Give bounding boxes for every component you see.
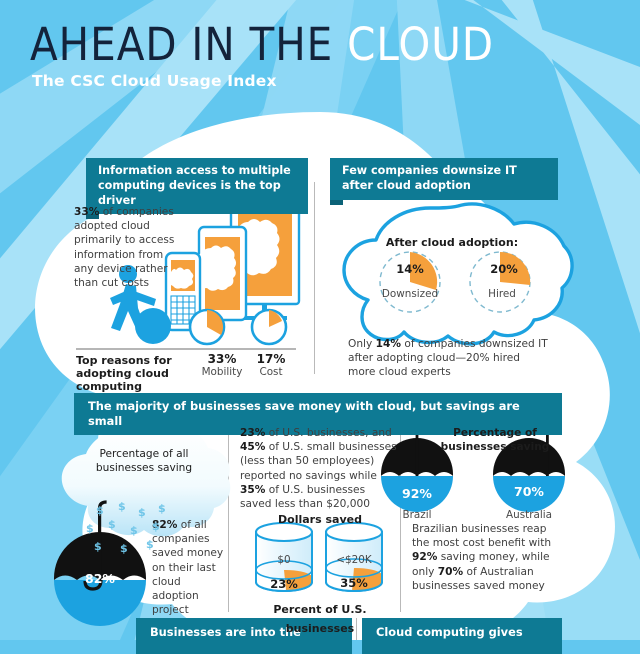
umbrella-82-rest: of all companies saved money on their la… [152, 519, 224, 617]
title-dark-part: AHEAD IN THE [30, 18, 334, 71]
dollar-icon: $ [152, 520, 160, 533]
umbrella-82-text: 82% of all companies saved money on thei… [152, 518, 224, 617]
panel2-wedge-label-hired: Hired [488, 288, 516, 300]
dollar-icon: $ [108, 518, 116, 531]
panel2-heading: Few companies downsize IT after cloud ad… [330, 158, 558, 205]
dollar-icon: $ [138, 506, 146, 519]
cylinders-illustration [255, 522, 383, 592]
phone-device [164, 251, 202, 332]
umbrella-brazil-label: Brazil [402, 509, 432, 521]
panel-divider-top [314, 182, 315, 374]
panel1-devices-illustration [76, 201, 301, 350]
umbrella-82-value: 82% [85, 571, 115, 586]
umbrella-brazil-value: 92% [402, 486, 432, 501]
title-light-part: CLOUD [347, 18, 495, 71]
right-umbrellas-title: Percentage of businesses saving [440, 427, 550, 454]
mid-line: reported no savings while [240, 469, 377, 482]
dollar-icon: $ [118, 500, 126, 513]
cylinder-under-20k [325, 522, 383, 592]
dollar-icon: $ [94, 540, 102, 553]
section2-mid-body: 23% of U.S. businesses, and 45% of U.S. … [240, 426, 406, 511]
rain-dollars-group: $ $ $ $ $ $ $ $ $ $ $ [86, 500, 196, 572]
mid-line: 35% of U.S. businesses [240, 483, 366, 496]
panel1-heading: Information access to multiple computing… [86, 158, 308, 220]
mid-line: saved less than $20,000 [240, 497, 371, 510]
umbrella-82-stat: 82% [152, 519, 178, 531]
cylinder-value-1: 35% [340, 576, 368, 590]
dollar-icon: $ [96, 504, 104, 517]
cylinder-label-0: $0 [277, 554, 291, 566]
panel2-body-part2: of companies downsized IT after adopting… [348, 338, 548, 379]
pie-wheel-mobility [135, 308, 171, 344]
dollar-icon: $ [130, 524, 138, 537]
page-subtitle: The CSC Cloud Usage Index [32, 72, 277, 90]
panel1-stat-mobility: 33% Mobility [201, 352, 243, 378]
cylinders-title: Dollars saved [278, 513, 362, 526]
panel1-body-text: 33% of companies adopted cloud primarily… [74, 205, 182, 290]
panel2-wedge-value-hired: 20% [490, 262, 518, 276]
person-figure [110, 265, 156, 333]
umbrella-australia-value: 70% [514, 484, 544, 499]
panel2-wedge-value-downsized: 14% [396, 262, 424, 276]
panel2-cloud-illustration [342, 202, 574, 346]
pie-wheel-cost-chart [250, 308, 288, 346]
panel2-cloud-caption: After cloud adoption: [385, 236, 519, 249]
panel-downsize-it: Few companies downsize IT after cloud ad… [330, 158, 558, 205]
cylinder-label-1: <$20K [336, 554, 372, 566]
mid-line: (less than 50 employees) [240, 455, 375, 468]
cylinders-footer: Percent of U.S. businesses [273, 603, 367, 635]
dollar-icon: $ [158, 502, 166, 515]
dollar-icon: $ [120, 542, 128, 555]
cylinder-value-0: 23% [270, 577, 298, 591]
footer-divider [356, 618, 357, 640]
saving-cloud-shape [61, 425, 231, 537]
section2-divider-left [228, 424, 229, 612]
section2-left-illustration [54, 425, 231, 626]
saving-cloud-label: Percentage of all businesses saving [95, 448, 193, 475]
page-header: AHEAD IN THE CLOUD The CSC Cloud Usage I… [0, 0, 640, 105]
panel1-stat-cost: 17% Cost [256, 352, 286, 378]
pie-wheel-mobility-chart [188, 308, 226, 346]
panel1-footer-label: Top reasons for adopting cloud computing [76, 354, 172, 393]
panel-information-access: Information access to multiple computing… [86, 158, 308, 220]
panel1-body-rest: of companies adopted cloud primarily to … [74, 206, 175, 289]
dollar-icon: $ [86, 522, 94, 535]
mid-line: 45% of U.S. small businesses [240, 441, 397, 454]
section2-divider-right [400, 424, 401, 612]
panel2-body-stat: 14% [375, 338, 401, 350]
umbrella-82 [54, 500, 146, 626]
panel2-body-text: Only 14% of companies downsized IT after… [348, 337, 548, 380]
outline-cloud [342, 202, 574, 346]
panel1-body-stat: 33% [74, 206, 100, 218]
panel2-wedge-label-downsized: Downsized [381, 288, 439, 300]
dashed-circle-hired [469, 251, 531, 313]
dollar-icon: $ [146, 538, 154, 551]
panel2-body-part0: Only [348, 338, 376, 350]
page-title: AHEAD IN THE CLOUD [30, 18, 494, 71]
umbrella-australia-label: Australia [506, 509, 552, 521]
mid-line: 23% of U.S. businesses, and [240, 427, 392, 439]
dashed-circle-downsized [379, 251, 441, 313]
right-body-text: Brazilian businesses reap the most cost … [412, 523, 552, 592]
cylinder-zero-dollars [255, 522, 313, 592]
section2-heading-bar: The majority of businesses save money wi… [74, 393, 562, 436]
